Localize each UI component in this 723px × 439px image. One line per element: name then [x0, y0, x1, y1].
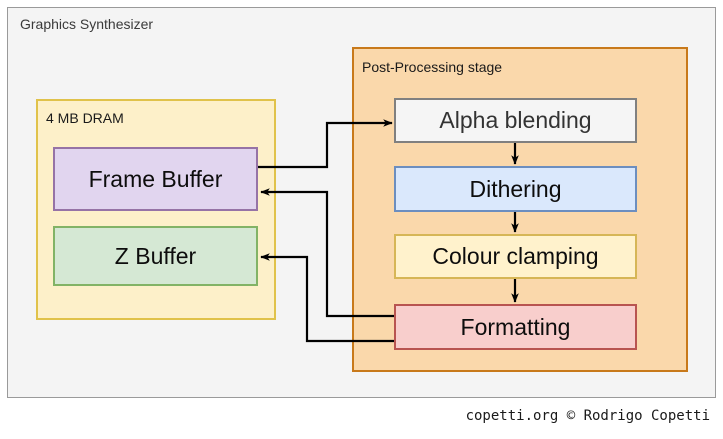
node-z-buffer-label: Z Buffer: [114, 242, 197, 269]
graphics-synthesizer-label: Graphics Synthesizer: [20, 16, 154, 32]
node-alpha-blending[interactable]: Alpha blending: [394, 98, 637, 143]
edge-formatting-to-frame-buffer: [260, 188, 394, 318]
node-z-buffer[interactable]: Z Buffer: [53, 226, 258, 286]
dram-group-label: 4 MB DRAM: [46, 110, 124, 126]
node-dithering[interactable]: Dithering: [394, 166, 637, 212]
node-frame-buffer[interactable]: Frame Buffer: [53, 147, 258, 211]
node-colour-clamping-label: Colour clamping: [432, 243, 599, 269]
node-dithering-label: Dithering: [469, 175, 562, 202]
footer-credit: copetti.org © Rodrigo Copetti: [465, 408, 710, 424]
node-formatting[interactable]: Formatting: [394, 304, 637, 350]
node-alpha-blending-label: Alpha blending: [439, 107, 592, 133]
edge-frame-buffer-to-alpha-blending: [258, 119, 393, 169]
post-processing-group-label: Post-Processing stage: [362, 59, 503, 75]
edge-formatting-to-z-buffer: [260, 253, 394, 343]
node-colour-clamping[interactable]: Colour clamping: [394, 234, 637, 279]
node-formatting-label: Formatting: [460, 313, 571, 340]
node-frame-buffer-label: Frame Buffer: [88, 165, 223, 192]
